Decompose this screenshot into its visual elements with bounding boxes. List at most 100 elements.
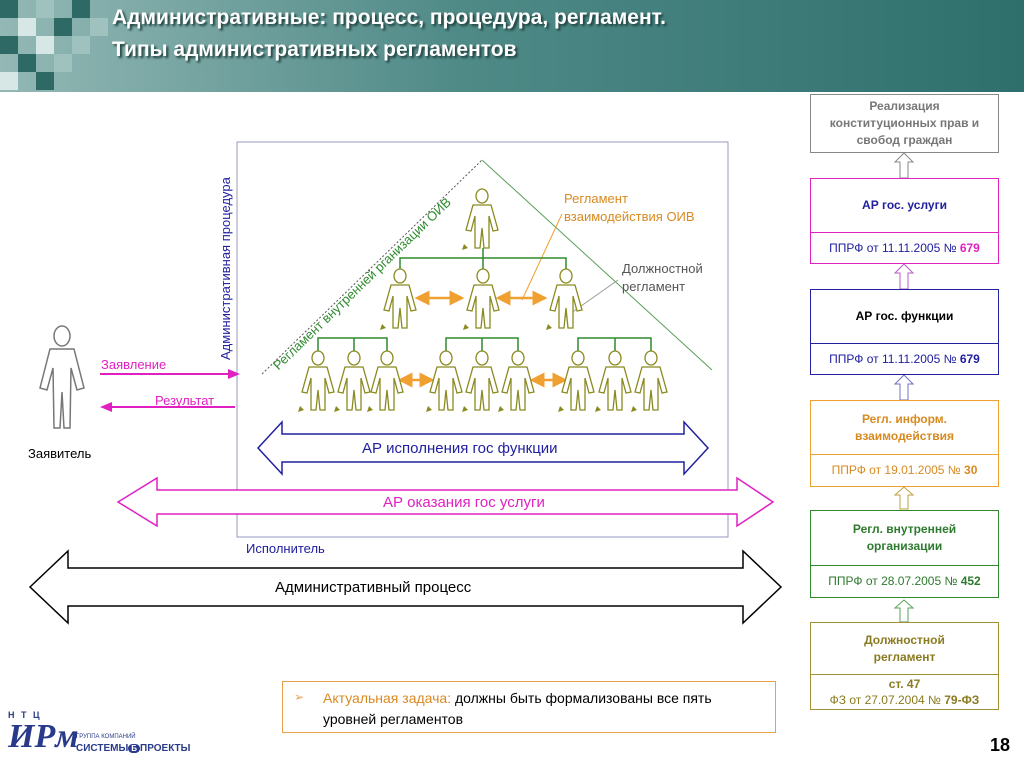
staff-figure — [546, 268, 583, 330]
staff-figure — [463, 268, 500, 330]
staff-figure — [426, 350, 463, 412]
applicant-label: Заявитель — [28, 446, 92, 461]
level-title-line: взаимодействия — [854, 428, 955, 443]
logo-ntc: Н Т Ц — [8, 710, 42, 720]
task-note-text: Актуальная задача: должны быть формализо… — [323, 688, 763, 730]
task-note-lead: Актуальная задача: — [323, 690, 452, 706]
level-title: Регл. внутренней организации — [811, 511, 998, 566]
staff-figure — [595, 350, 632, 412]
rights-line: конституционных прав и — [829, 116, 980, 130]
rights-line: свобод граждан — [856, 133, 953, 147]
application-label: Заявление — [101, 357, 167, 372]
logo-group: ГРУППА КОМПАНИЙ — [76, 734, 136, 740]
staff-figure — [367, 350, 404, 412]
task-note-body: должны быть формализованы все пять уровн… — [323, 690, 712, 727]
level-service-ar: АР гос. услуги ППРФ от 11.11.2005 № 679 — [810, 178, 999, 264]
interaction-reg-label-1: Регламент — [564, 191, 628, 206]
service-ar-label: АР оказания гос услуги — [383, 494, 545, 511]
rights-box: Реализация конституционных прав и свобод… — [810, 94, 999, 153]
reference-text: ППРФ от 19.01.2005 № — [831, 463, 961, 477]
process-label: Административный процесс — [275, 579, 472, 596]
result-arrow — [100, 402, 235, 412]
level-title: АР гос. услуги — [811, 179, 998, 233]
level-title-line: Должностной — [864, 632, 945, 647]
level-title: АР гос. функции — [811, 290, 998, 344]
service-ar-arrow — [116, 476, 775, 528]
job-reg-label-1: Должностной — [622, 261, 703, 276]
header-banner: Административные: процесс, процедура, ре… — [0, 0, 1024, 92]
function-ar-arrow — [256, 420, 710, 476]
level-function-ar: АР гос. функции ППРФ от 11.11.2005 № 679 — [810, 289, 999, 375]
reference-number: 452 — [960, 574, 981, 588]
staff-figure — [558, 350, 595, 412]
rights-line: Реализация — [869, 99, 940, 113]
decor-square — [90, 18, 108, 36]
level-interaction: Регл. информ. взаимодействия ППРФ от 19.… — [810, 400, 999, 487]
reference-number: 679 — [959, 240, 980, 255]
logo-brand-mid: Б — [128, 744, 141, 753]
interaction-reg-label-2: взаимодействия ОИВ — [564, 209, 695, 224]
pyramid-left-edge — [261, 159, 483, 375]
hierarchy-connectors — [317, 248, 652, 352]
reference-number: 30 — [964, 463, 978, 477]
reference-text: ФЗ от 27.07.2004 № — [829, 693, 941, 707]
level-reference: ППРФ от 11.11.2005 № 679 — [811, 233, 998, 263]
bullet-arrow-icon: ➢ — [294, 690, 305, 704]
level-connectors — [893, 152, 915, 623]
executor-frame — [236, 141, 729, 538]
function-ar-label: АР исполнения гос функции — [362, 440, 558, 457]
level-title-line: Регл. внутренней — [852, 522, 957, 536]
level-title-line: регламент — [873, 649, 936, 664]
interaction-arrows — [397, 290, 568, 388]
decor-square — [72, 0, 90, 18]
staff-figure — [334, 350, 371, 412]
application-arrow — [100, 369, 240, 379]
applicant-figure — [39, 325, 85, 429]
decor-square — [0, 36, 18, 54]
level-reference: ППРФ от 11.11.2005 № 679 — [811, 344, 998, 374]
page-number: 18 — [990, 735, 1011, 755]
level-internal-org: Регл. внутренней организации ППРФ от 28.… — [810, 510, 999, 598]
result-label: Результат — [155, 393, 215, 408]
logo-name: ИРм — [8, 718, 79, 755]
decor-square — [36, 72, 54, 90]
task-note: ➢ Актуальная задача: должны быть формали… — [282, 681, 776, 733]
staff-figure — [380, 268, 417, 330]
decor-square — [18, 18, 36, 36]
slide-title-line1: Административные: процесс, процедура, ре… — [112, 6, 666, 29]
pointer-interaction — [521, 213, 563, 301]
level-reference: ППРФ от 28.07.2005 № 452 — [811, 566, 998, 597]
decor-square — [0, 0, 18, 18]
level-title: Регл. информ. взаимодействия — [811, 401, 998, 455]
level-title-line: организации — [866, 539, 943, 553]
staff-figure — [462, 188, 499, 250]
level-reference: ст. 47 ФЗ от 27.07.2004 № 79-ФЗ — [811, 675, 998, 709]
process-arrow — [28, 549, 783, 625]
decor-square — [36, 0, 54, 18]
vertical-procedure-label: Административная процедура — [218, 177, 233, 360]
decor-square — [0, 72, 18, 90]
logo-brand-left: СИСТЕМЫ — [76, 743, 129, 754]
staff-figure — [462, 350, 499, 412]
reference-text: ППРФ от 28.07.2005 № — [828, 574, 958, 588]
job-reg-label-2: регламент — [622, 279, 686, 294]
reference-article: ст. 47 — [888, 677, 921, 691]
rights-text: Реализация конституционных прав и свобод… — [811, 95, 998, 152]
reference-number: 679 — [959, 351, 980, 366]
decor-square — [72, 36, 90, 54]
pyramid-right-edge — [481, 159, 713, 371]
level-job-reg: Должностной регламент ст. 47 ФЗ от 27.07… — [810, 622, 999, 710]
staff-figure — [298, 350, 335, 412]
staff-figure — [631, 350, 668, 412]
reference-number: 79-ФЗ — [944, 693, 980, 707]
decor-square — [18, 54, 36, 72]
decor-square — [54, 54, 72, 72]
decor-square — [54, 18, 72, 36]
reference-text: ППРФ от 11.11.2005 № — [829, 351, 957, 366]
level-title-line: Регл. информ. — [861, 411, 948, 426]
reference-text: ППРФ от 11.11.2005 № — [829, 240, 957, 255]
slide-title-line2: Типы административных регламентов — [112, 38, 517, 61]
